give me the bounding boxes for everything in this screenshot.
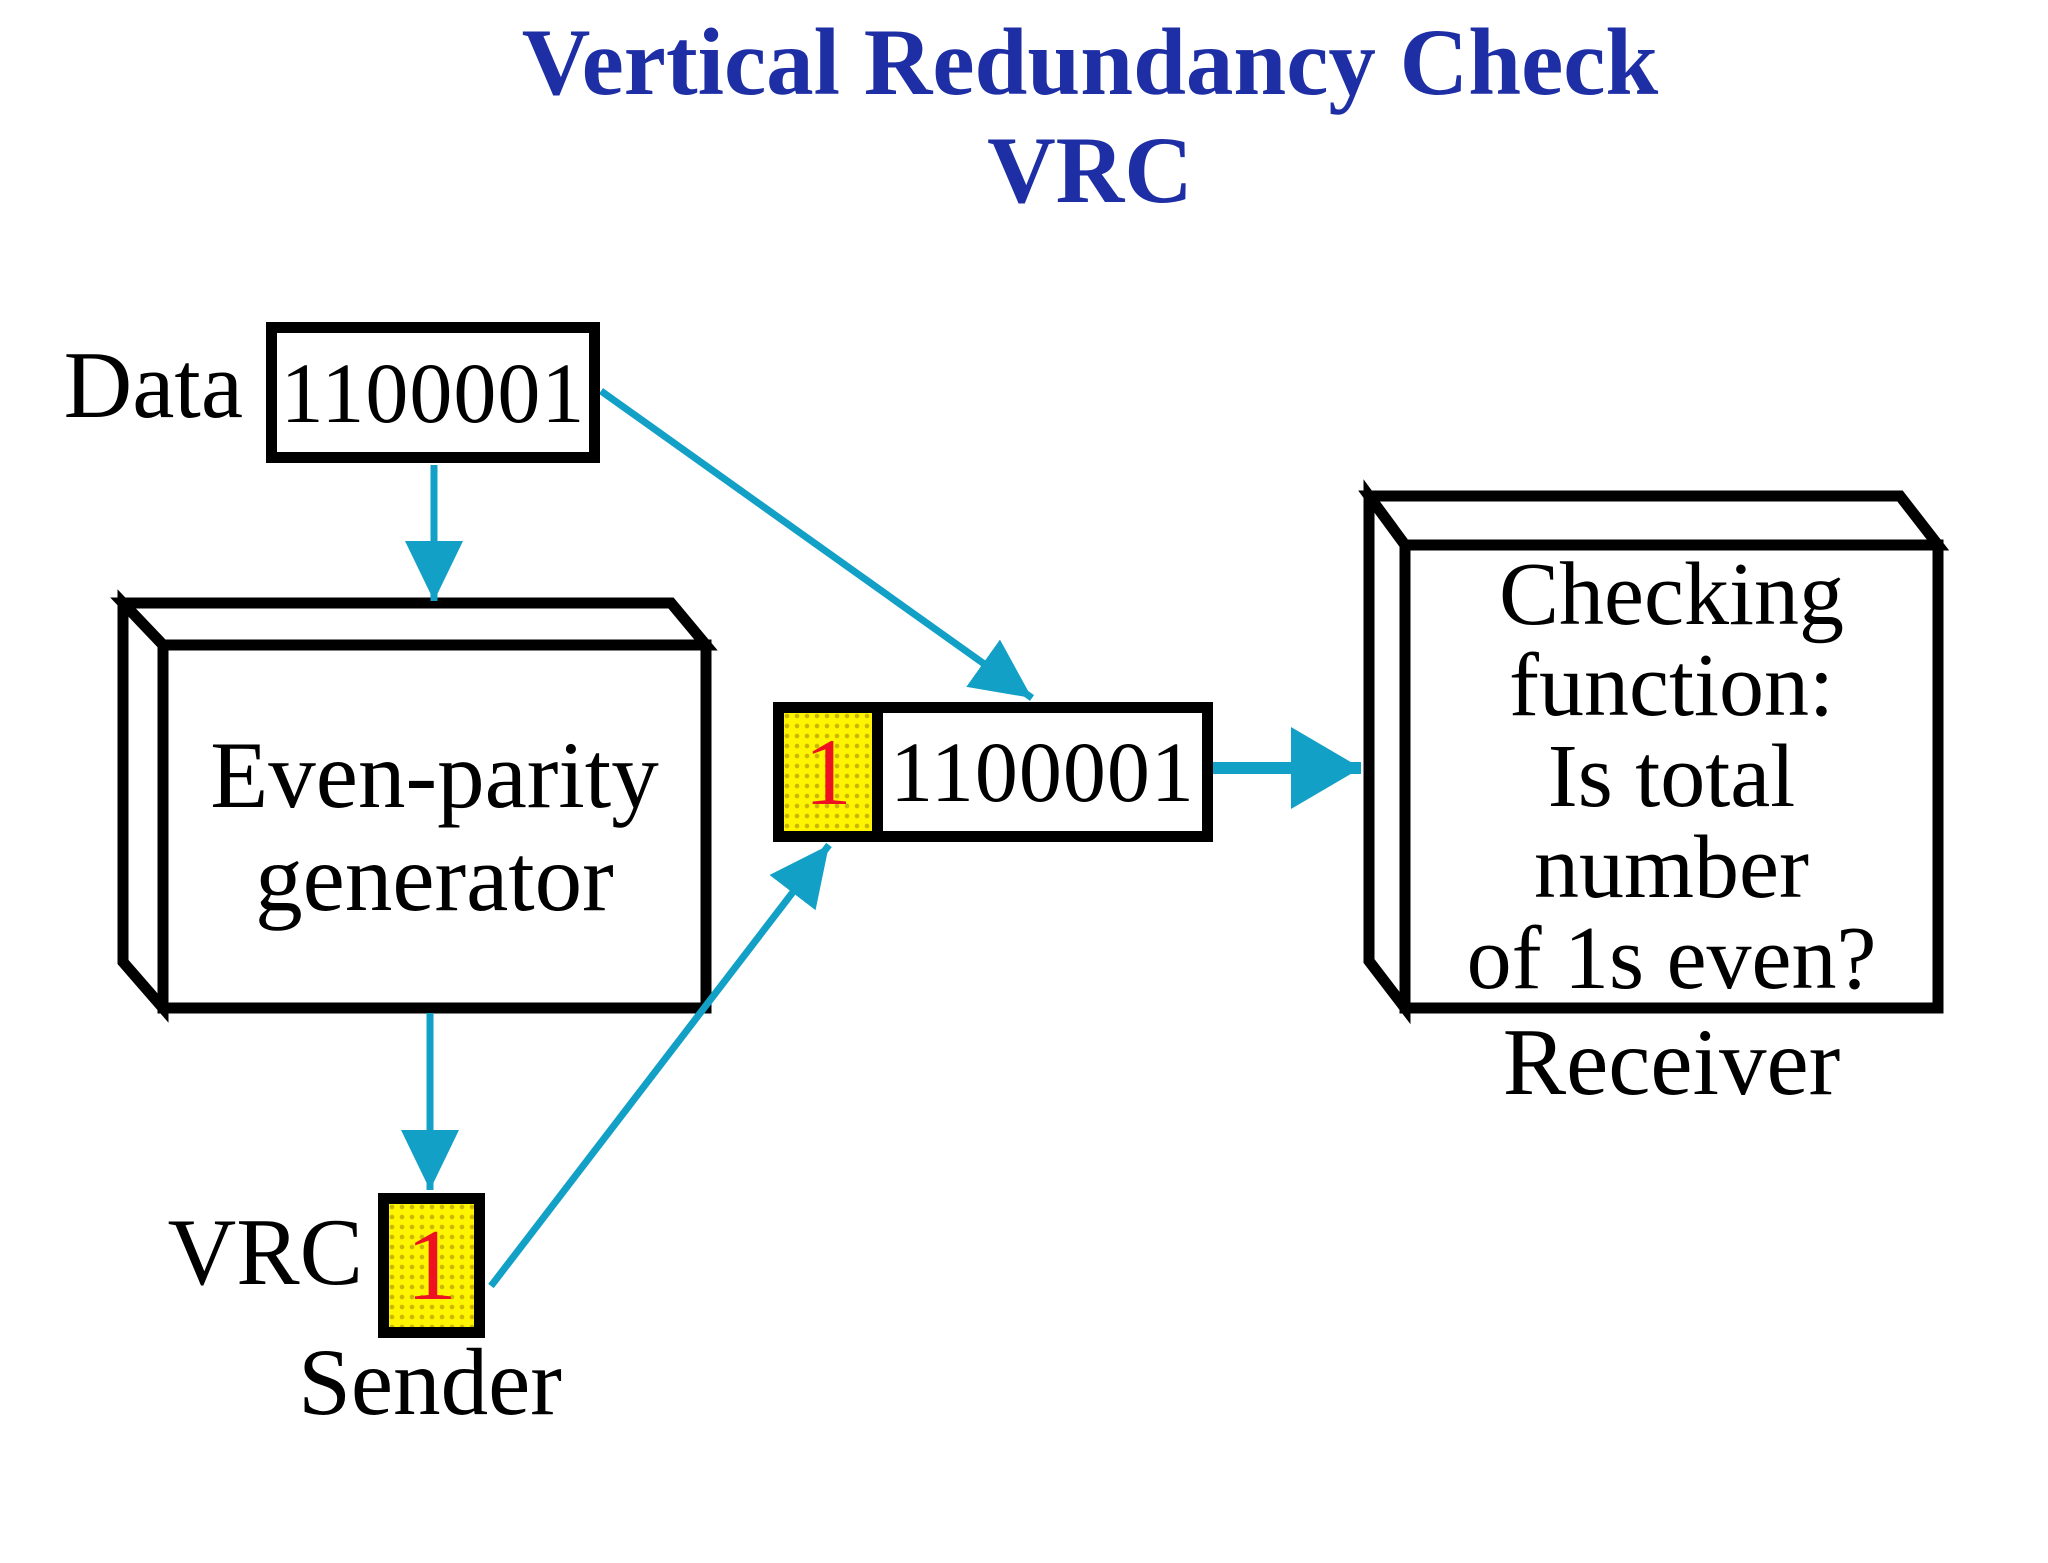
generator-box-label: Even-parity generator (163, 645, 706, 1008)
arrow-data-to-transmit-unit (598, 388, 1035, 701)
generator-label-line1: Even-parity (210, 721, 659, 828)
checking-line-1: Checking (1499, 545, 1844, 644)
transmit-parity-bit: 1 (804, 718, 852, 825)
arrow-vrc-to-transmit-unit (488, 842, 832, 1289)
checking-line-2: function: (1509, 636, 1834, 735)
even-parity-generator-box (110, 589, 718, 1023)
slide-title: Vertical Redundancy Check VRC (66, 8, 2048, 224)
generator-box-top-face (110, 597, 718, 651)
checking-function-box (1358, 479, 1950, 1025)
receiver-caption: Receiver (1502, 1009, 1841, 1115)
data-bits-box: 1100001 (266, 322, 600, 463)
checking-line-5: of 1s even? (1466, 909, 1877, 1008)
vrc-parity-box: 1 (378, 1193, 485, 1338)
slide-title-line1: Vertical Redundancy Check (521, 9, 1659, 115)
data-bits-value: 1100001 (280, 344, 586, 441)
vrc-parity-bit: 1 (406, 1208, 457, 1322)
transmit-unit-box: 1 1100001 (773, 702, 1213, 842)
slide-title-line2: VRC (987, 117, 1193, 223)
vrc-label: VRC (167, 1199, 363, 1305)
generator-box-front-face (157, 639, 712, 1014)
generator-box-left-face (117, 589, 169, 1023)
checking-line-3: Is total (1547, 727, 1796, 826)
checking-box-top-face (1358, 490, 1950, 551)
sender-caption: Sender (298, 1329, 562, 1435)
checking-line-4: number (1534, 818, 1809, 917)
data-label: Data (63, 332, 243, 438)
transmit-data-cell: 1100001 (883, 713, 1202, 831)
transmit-data-bits: 1100001 (890, 724, 1195, 820)
checking-box-front-face (1399, 539, 1944, 1014)
generator-label-line2: generator (255, 824, 614, 931)
checking-function-label: Checking function: Is total number of 1s… (1405, 545, 1938, 1008)
transmit-parity-cell: 1 (784, 713, 883, 831)
